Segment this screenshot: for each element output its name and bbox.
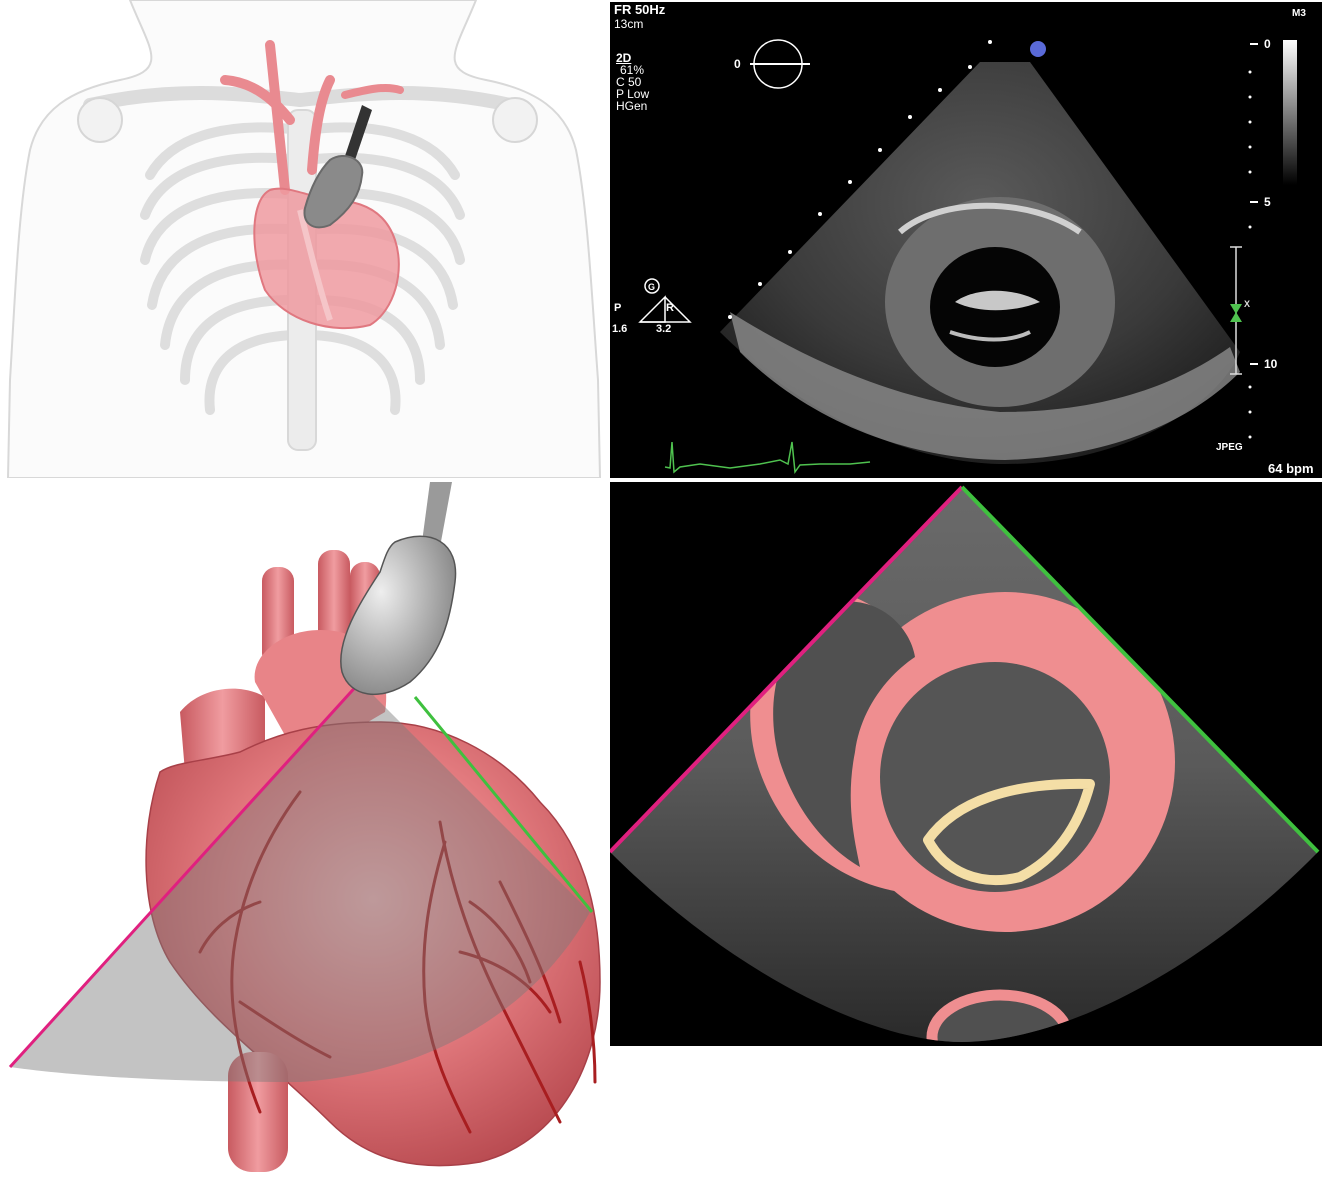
ecg-trace [665, 442, 870, 472]
schematic-descending-aorta [932, 995, 1068, 1046]
heart-3d-illustration [0, 482, 605, 1194]
frequency-label: HGen [616, 100, 647, 112]
depth-label: 13cm [614, 18, 643, 30]
orientation-right-value: 3.2 [656, 323, 671, 335]
left-shoulder [78, 98, 122, 142]
scale-10-label: 10 [1264, 358, 1277, 370]
echocardiogram-screen: FR 50Hz 13cm 2D 61% C 50 P Low HGen 0 M3… [610, 2, 1322, 478]
format-label: JPEG [1216, 442, 1243, 454]
echo-marker-dot [1030, 41, 1046, 57]
echo-schematic-svg [610, 482, 1322, 1046]
scale-0-label: 0 [1264, 38, 1271, 50]
grayscale-bar [1283, 40, 1297, 185]
echo-image-svg [610, 2, 1322, 478]
frame-rate-label: FR 50Hz [614, 4, 665, 16]
chest-anatomy-illustration [0, 0, 605, 478]
scale-5-label: 5 [1264, 196, 1271, 208]
orientation-right-label: R [666, 302, 674, 314]
heart-3d-svg [0, 482, 605, 1194]
echo-schematic-diagram [610, 482, 1322, 1046]
preset-label: M3 [1292, 8, 1306, 20]
ultrasound-probe-3d [341, 536, 456, 694]
orientation-left-label: P [614, 302, 621, 314]
right-shoulder [493, 98, 537, 142]
echo-depth-dots [1249, 71, 1252, 439]
focus-marker-label: X [1244, 298, 1250, 310]
schematic-lv-cavity [880, 662, 1110, 892]
heart-rate-label: 64 bpm [1268, 463, 1314, 475]
orientation-left-value: 1.6 [612, 323, 627, 335]
chest-anatomy-svg [0, 0, 605, 478]
depth-scale-ticks [1250, 44, 1258, 364]
angle-value: 0 [734, 58, 741, 70]
orientation-center-label: G [648, 281, 655, 293]
orientation-triangle-icon [640, 297, 665, 322]
